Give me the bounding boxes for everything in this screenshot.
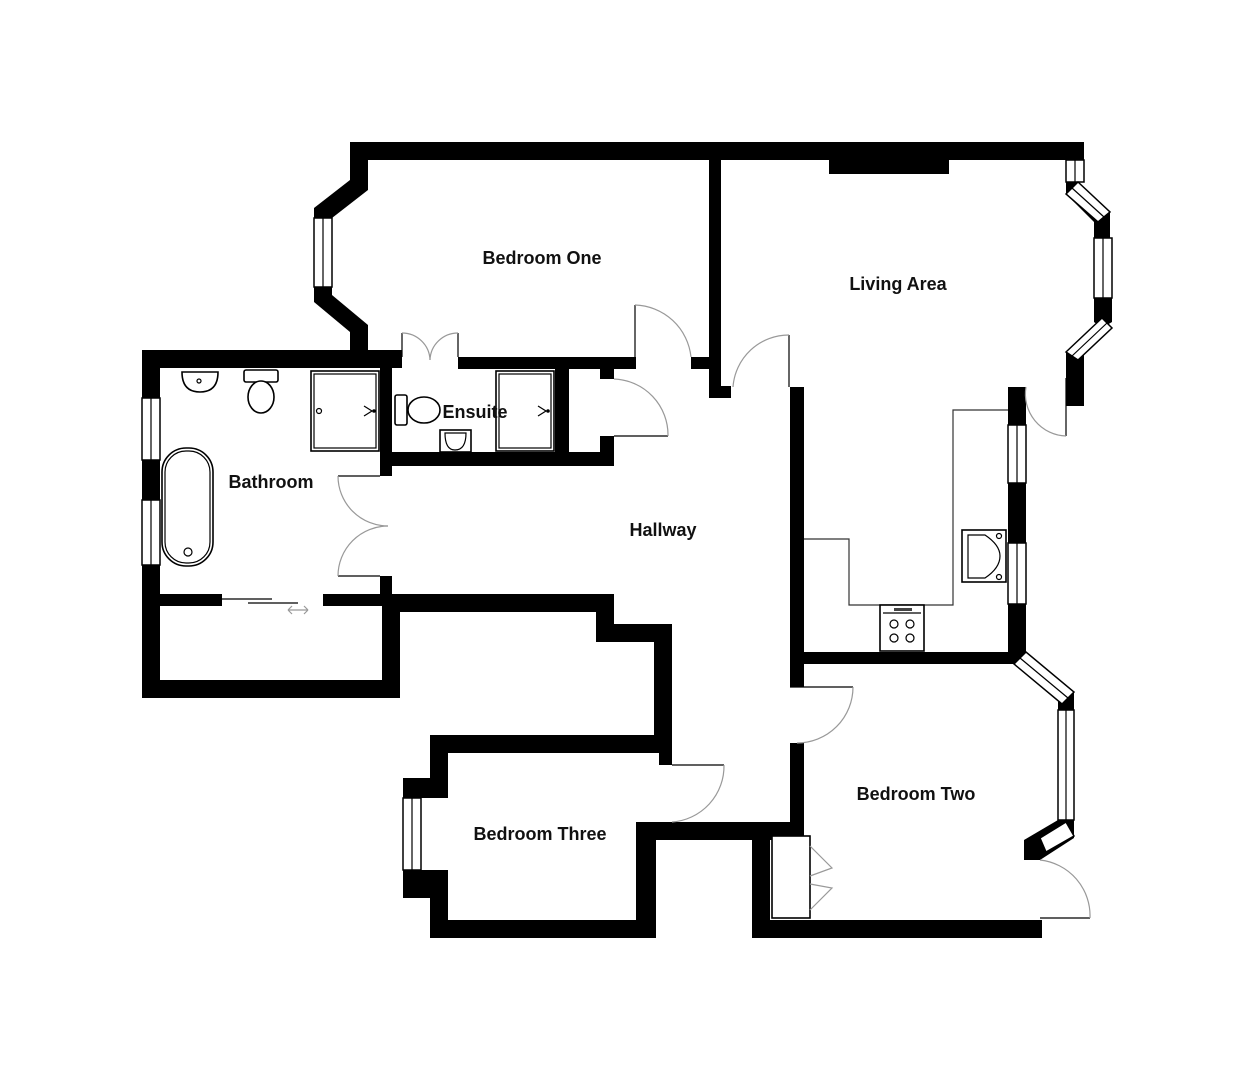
- ensuite-toilet-icon: [407, 396, 441, 424]
- basin-icon: [181, 371, 219, 393]
- label-bedroom-one: Bedroom One: [482, 248, 601, 268]
- doors: [222, 304, 1091, 919]
- label-bedroom-three: Bedroom Three: [473, 824, 606, 844]
- windows: [141, 159, 1114, 871]
- label-ensuite: Ensuite: [442, 402, 507, 422]
- wardrobe: [771, 835, 811, 919]
- ensuite-shower-icon: [495, 370, 555, 452]
- toilet-icon: [247, 380, 275, 414]
- label-hallway: Hallway: [629, 520, 696, 540]
- bathtub-icon: [161, 447, 214, 567]
- label-bedroom-two: Bedroom Two: [857, 784, 976, 804]
- room-labels: Bedroom One Living Area Ensuite Bathroom…: [229, 248, 976, 844]
- ensuite-toilet-cistern-icon: [394, 394, 408, 426]
- fixtures: [161, 369, 1008, 652]
- walls: [142, 142, 1112, 938]
- shower-tray-icon: [310, 370, 380, 452]
- cooker-icon: [879, 604, 925, 652]
- label-living-area: Living Area: [849, 274, 947, 294]
- label-bathroom: Bathroom: [229, 472, 314, 492]
